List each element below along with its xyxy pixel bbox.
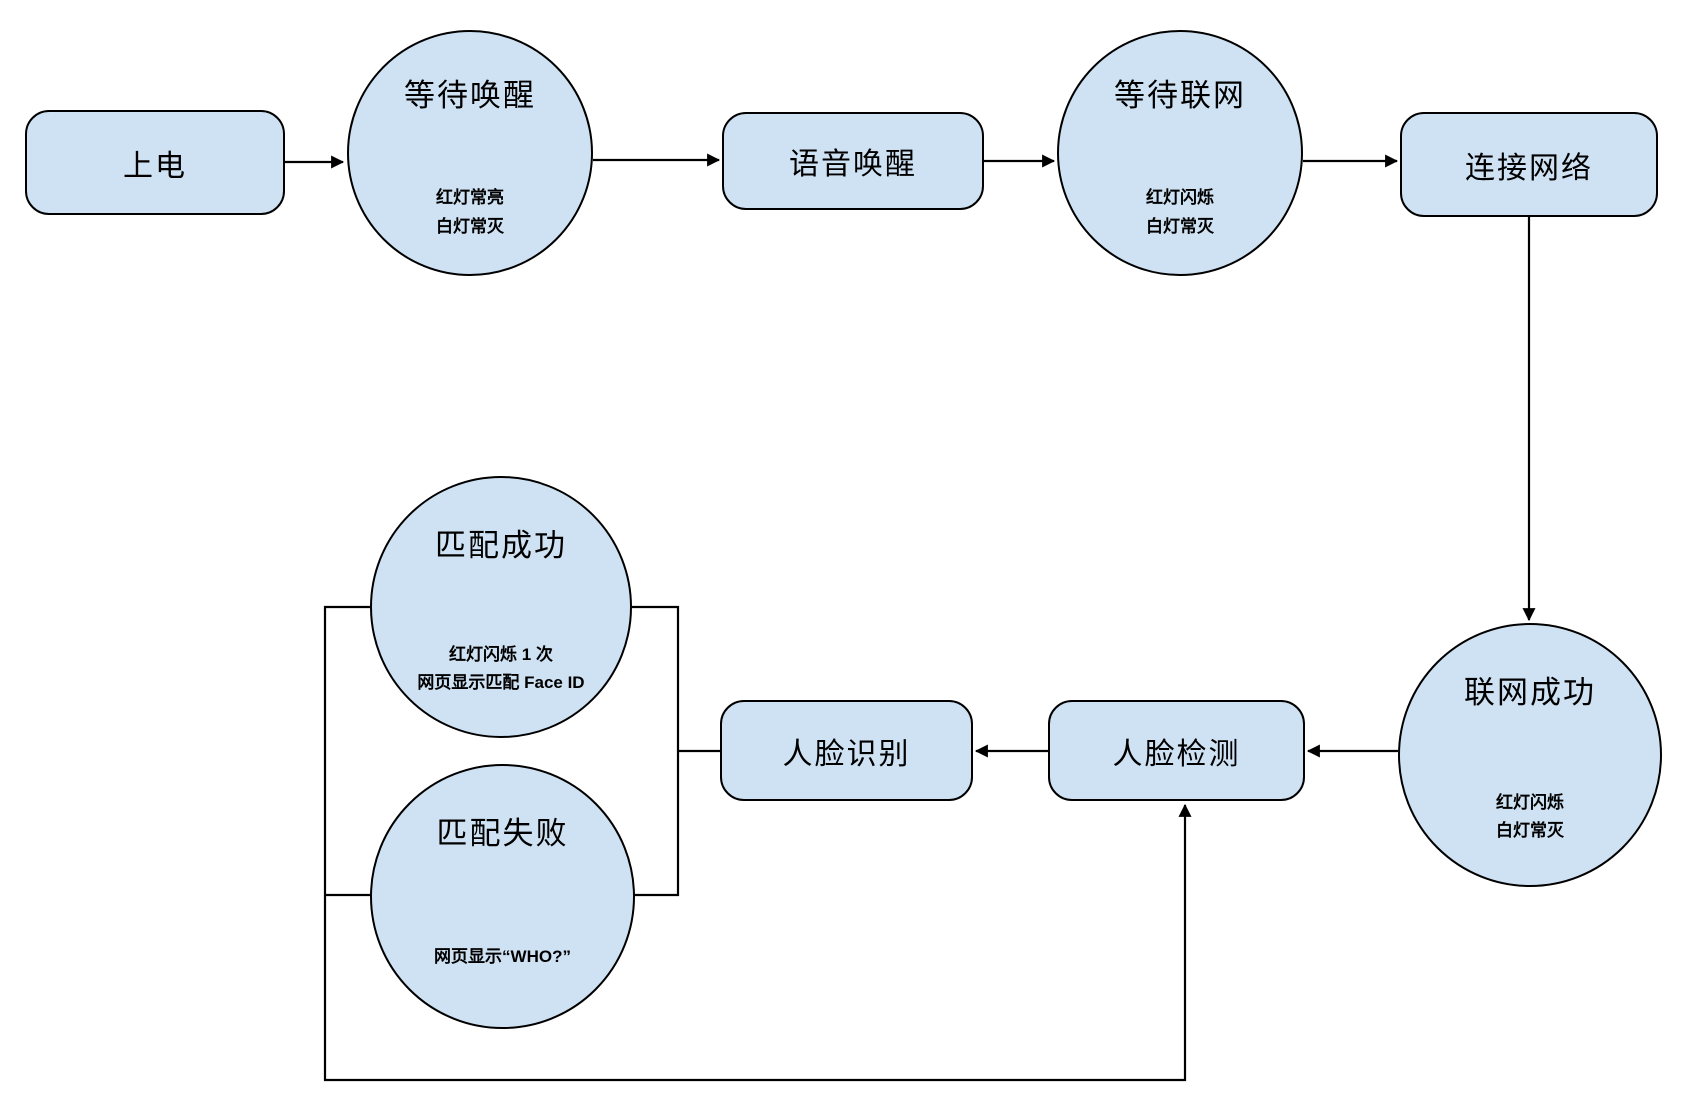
- node-wait-network: 等待联网 红灯闪烁 白灯常灭: [1057, 30, 1303, 276]
- node-voice-wake: 语音唤醒: [722, 112, 984, 210]
- status-line: 红灯常亮: [436, 188, 504, 208]
- node-face-detect-label: 人脸检测: [1112, 737, 1241, 771]
- node-match-success-title: 匹配成功: [435, 527, 567, 563]
- node-network-success-title: 联网成功: [1464, 675, 1596, 710]
- node-network-success: 联网成功 红灯闪烁 白灯常灭: [1398, 623, 1662, 887]
- node-power-on-label: 上电: [123, 149, 187, 183]
- status-line: 红灯闪烁: [1496, 792, 1564, 812]
- node-face-recognize-label: 人脸识别: [782, 737, 911, 771]
- status-line: 网页显示“WHO?”: [434, 947, 571, 967]
- node-face-recognize: 人脸识别: [720, 700, 973, 801]
- node-network-success-subtitle: 红灯闪烁 白灯常灭: [1400, 789, 1660, 845]
- node-connect-network: 连接网络: [1400, 112, 1658, 217]
- status-line: 白灯常灭: [1496, 820, 1564, 840]
- node-match-success: 匹配成功 红灯闪烁 1 次 网页显示匹配 Face ID: [370, 476, 632, 738]
- status-line: 白灯常灭: [1146, 216, 1214, 236]
- node-connect-network-label: 连接网络: [1465, 151, 1593, 185]
- node-wait-wake-subtitle: 红灯常亮 白灯常灭: [349, 184, 591, 240]
- status-line: 网页显示匹配 Face ID: [417, 672, 585, 692]
- node-match-fail: 匹配失败 网页显示“WHO?”: [370, 764, 635, 1029]
- node-wait-wake: 等待唤醒 红灯常亮 白灯常灭: [347, 30, 593, 276]
- node-face-detect: 人脸检测: [1048, 700, 1305, 801]
- node-match-fail-subtitle: 网页显示“WHO?”: [372, 943, 633, 971]
- node-power-on: 上电: [25, 110, 285, 215]
- status-line: 红灯闪烁: [1146, 188, 1214, 208]
- status-line: 白灯常灭: [436, 216, 504, 236]
- node-match-fail-title: 匹配失败: [436, 816, 569, 852]
- arrow-loop-back-to-detect: [323, 605, 1192, 1082]
- node-wait-network-title: 等待联网: [1114, 78, 1246, 114]
- node-wait-network-subtitle: 红灯闪烁 白灯常灭: [1059, 184, 1301, 240]
- node-wait-wake-title: 等待唤醒: [404, 78, 536, 114]
- node-voice-wake-label: 语音唤醒: [789, 148, 917, 181]
- node-match-success-subtitle: 红灯闪烁 1 次 网页显示匹配 Face ID: [372, 641, 630, 697]
- line-branch-bracket: [632, 605, 680, 897]
- status-line: 红灯闪烁 1 次: [449, 644, 553, 664]
